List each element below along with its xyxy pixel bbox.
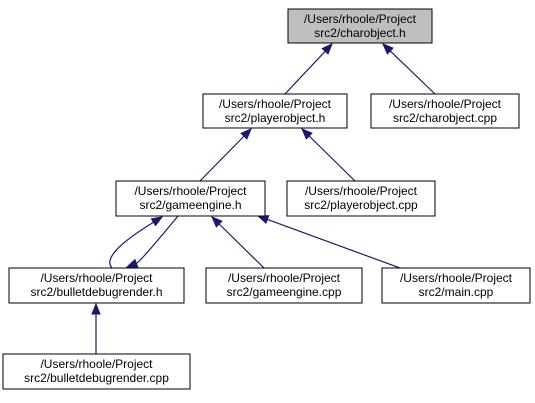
node-path-line: /Users/rhoole/Project bbox=[40, 271, 153, 285]
node-box bbox=[2, 353, 191, 390]
edge-arrowhead bbox=[211, 216, 223, 228]
edge-gameengine-cpp-to-gameengine-h bbox=[211, 216, 265, 269]
node-file-line: src2/charobject.cpp bbox=[393, 111, 497, 125]
node-file-line: src2/bulletdebugrender.h bbox=[30, 285, 162, 299]
node-file-line: src2/charobject.h bbox=[314, 26, 405, 40]
edge-line bbox=[135, 215, 179, 264]
edge-main-cpp-to-gameengine-h bbox=[256, 215, 401, 269]
edge-line bbox=[109, 221, 154, 269]
node-path-line: /Users/rhoole/Project bbox=[219, 97, 332, 111]
edge-gameengine-h-to-playerobject-h bbox=[199, 128, 252, 182]
edge-arrowhead bbox=[256, 215, 270, 225]
node-file-line: src2/playerobject.h bbox=[225, 111, 326, 125]
edge-line bbox=[199, 135, 245, 182]
node-box bbox=[8, 267, 185, 304]
node-path-line: /Users/rhoole/Project bbox=[305, 184, 418, 198]
node-path-line: /Users/rhoole/Project bbox=[304, 12, 417, 26]
edges bbox=[91, 43, 436, 354]
edge-arrowhead bbox=[301, 128, 313, 140]
edge-line bbox=[218, 223, 265, 269]
edge-arrowhead bbox=[240, 128, 252, 140]
edge-line bbox=[308, 135, 356, 182]
node-file-line: src2/bulletdebugrender.cpp bbox=[24, 371, 169, 385]
edge-line bbox=[267, 218, 401, 269]
node-file-line: src2/main.cpp bbox=[419, 285, 494, 299]
edge-playerobject-h-to-charobject-h bbox=[284, 43, 333, 95]
node-box bbox=[381, 267, 531, 304]
edge-line bbox=[284, 50, 326, 95]
edge-gameengine-h-to-bulletdebugrender-h bbox=[125, 215, 179, 268]
node-box bbox=[370, 93, 520, 129]
node-path-line: /Users/rhoole/Project bbox=[228, 271, 341, 285]
edge-arrowhead bbox=[125, 258, 139, 268]
node-file-line: src2/playerobject.cpp bbox=[304, 198, 418, 212]
node-file-line: src2/gameengine.cpp bbox=[227, 285, 342, 299]
edge-line bbox=[389, 50, 436, 95]
node-path-line: /Users/rhoole/Project bbox=[40, 357, 153, 371]
node-box bbox=[286, 180, 436, 217]
node-playerobject-cpp[interactable]: /Users/rhoole/Projectsrc2/playerobject.c… bbox=[286, 180, 436, 217]
node-path-line: /Users/rhoole/Project bbox=[389, 97, 502, 111]
node-box bbox=[205, 267, 363, 304]
node-path-line: /Users/rhoole/Project bbox=[134, 184, 247, 198]
edge-arrowhead bbox=[91, 302, 101, 315]
edge-playerobject-cpp-to-playerobject-h bbox=[301, 128, 356, 182]
nodes: /Users/rhoole/Projectsrc2/charobject.h/U… bbox=[2, 8, 531, 390]
edge-bulletdebugrender-h-to-gameengine-h bbox=[109, 216, 164, 269]
edge-charobject-cpp-to-charobject-h bbox=[382, 43, 436, 95]
node-path-line: /Users/rhoole/Project bbox=[400, 271, 513, 285]
node-bulletdebugrender-h[interactable]: /Users/rhoole/Projectsrc2/bulletdebugren… bbox=[8, 267, 185, 304]
node-bulletdebugrender-cpp[interactable]: /Users/rhoole/Projectsrc2/bulletdebugren… bbox=[2, 353, 191, 390]
edge-bulletdebugrender-cpp-to-bulletdebugrender-h bbox=[91, 302, 101, 354]
node-file-line: src2/gameengine.h bbox=[139, 198, 241, 212]
edge-arrowhead bbox=[321, 43, 333, 55]
node-box bbox=[202, 93, 348, 129]
edge-arrowhead bbox=[150, 216, 164, 227]
node-box bbox=[115, 180, 266, 217]
node-box bbox=[287, 8, 433, 44]
edge-arrowhead bbox=[382, 43, 394, 55]
